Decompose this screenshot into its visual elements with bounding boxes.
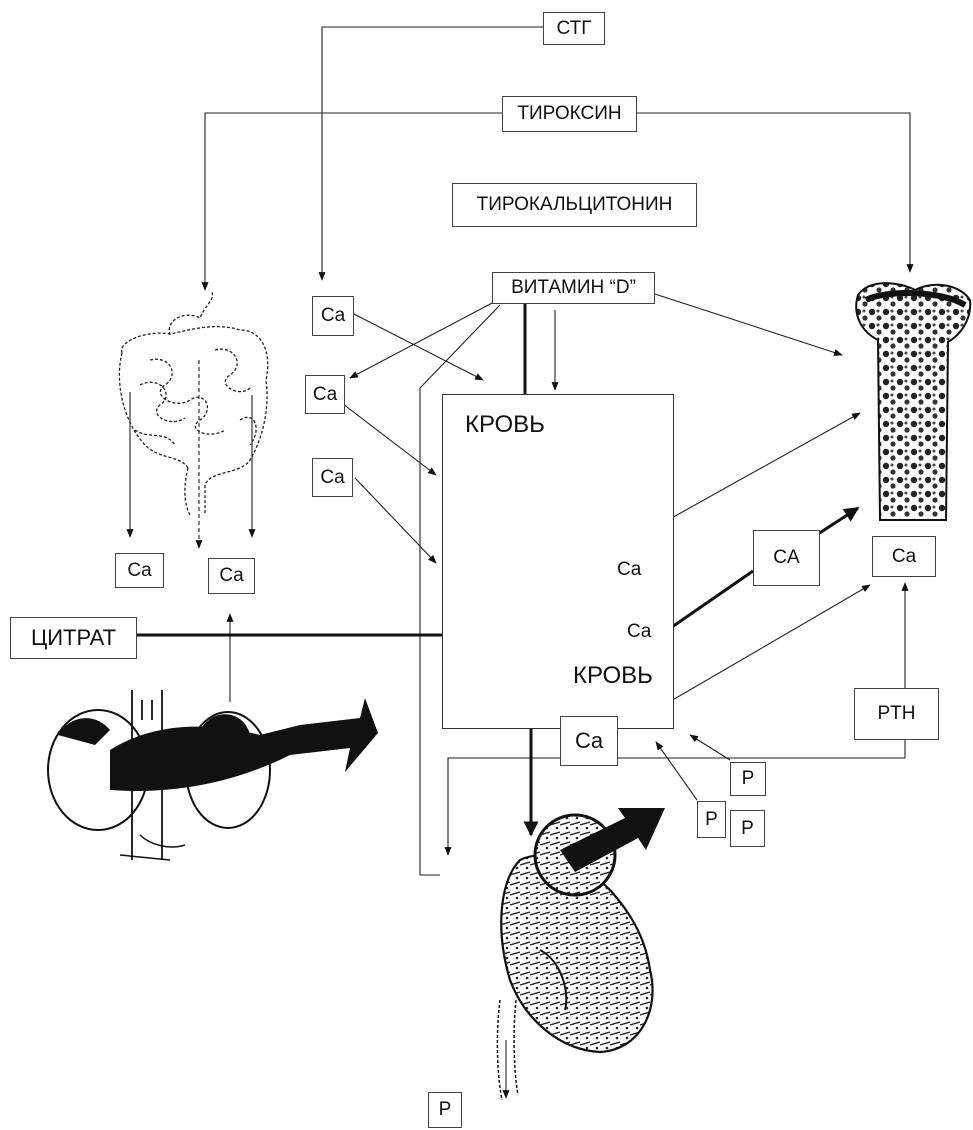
thyroxine-box: ТИРОКСИН [502,96,637,132]
bone-icon [855,282,972,521]
ca-left-mid-box: Ca [305,375,345,414]
stg-box: СТГ [543,12,605,45]
p-bottom-box: P [428,1092,462,1128]
blood-label-top: КРОВЬ [465,411,545,438]
kidney-icon [496,808,665,1101]
thick-lines [137,304,860,837]
stg-arrow [318,26,543,281]
ca-stg-box: Ca [312,296,354,336]
adrenal-kidneys-icon [47,690,378,861]
thyroxine-bone-arrow [637,112,914,273]
ca-intestine-right-box: Ca [208,558,255,594]
p-right-box: P [730,810,765,847]
intestine-icon [118,291,269,516]
citrate-box: ЦИТРАТ [10,617,137,659]
ca-arrow-line [671,569,754,629]
blood-ca-upper: Ca [617,559,642,580]
ca-bone-thick-arrow [817,506,860,536]
p-top-box: P [730,762,766,796]
ca-kidney-box: Ca [560,716,618,766]
blood-box: КРОВЬ Ca Ca КРОВЬ [442,394,674,729]
pth-box: PTH [854,688,939,740]
blood-ca-lower: Ca [627,621,652,642]
ca-left-low-box: Ca [312,458,353,497]
connector-lines [126,26,914,1099]
thyrocalcitonin-box: ТИРОКАЛЬЦИТОНИН [452,183,697,227]
p-left-box: P [697,801,726,838]
ca-arrow-box: CA [753,530,820,586]
ca-intestine-left-box: Ca [115,553,164,588]
blood-label-bottom: КРОВЬ [573,662,653,689]
vitamin-d-box: ВИТАМИН “D” [492,272,655,304]
thyroxine-intestine-arrow [201,112,502,291]
ca-bone-box: Ca [872,536,936,577]
